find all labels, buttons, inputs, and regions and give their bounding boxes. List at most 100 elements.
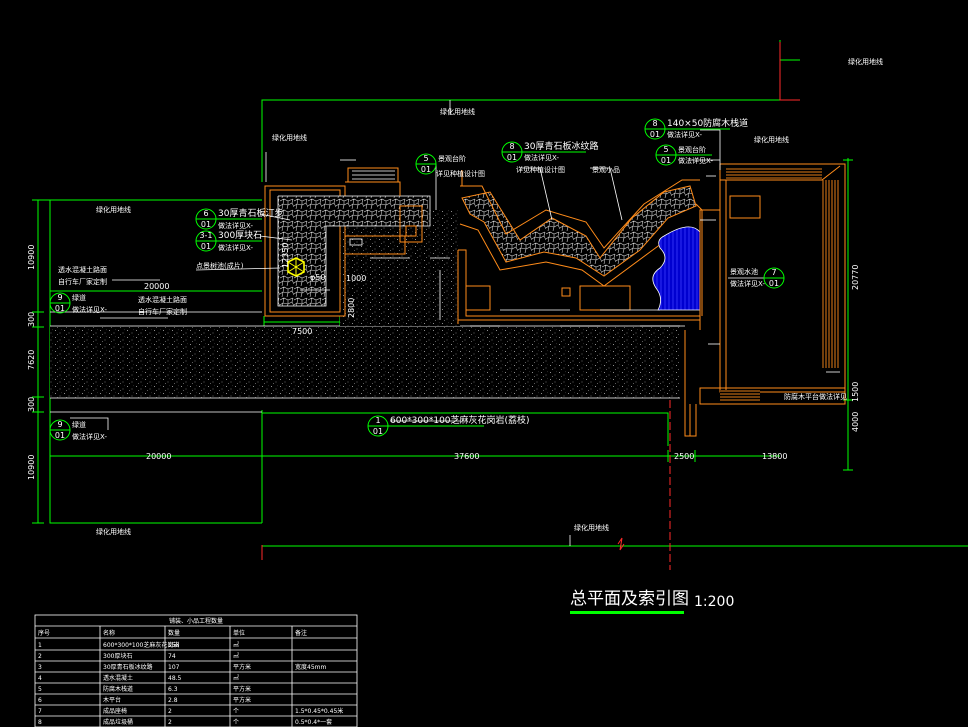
svg-text:景观水池: 景观水池: [730, 267, 758, 276]
svg-text:总平面及索引图: 总平面及索引图: [570, 589, 689, 609]
svg-text:绿化用地线: 绿化用地线: [848, 57, 883, 66]
svg-text:绿化用地线: 绿化用地线: [96, 527, 131, 536]
svg-text:5: 5: [423, 154, 428, 163]
svg-text:5: 5: [38, 686, 42, 693]
svg-text:2500: 2500: [674, 452, 694, 461]
svg-text:木平台: 木平台: [103, 696, 121, 704]
index-markers: 6 01 3-1 01 5 01 8 01 8 01: [49, 118, 785, 441]
text-labels: 绿化用地线 绿化用地线 绿化用地线 绿化用地线 绿化用地线 绿化用地线 绿化用地…: [58, 57, 883, 536]
dimension-labels: 10900 300 7620 300 10900 20000 20000 376…: [27, 243, 860, 480]
svg-text:74: 74: [168, 653, 176, 660]
svg-text:48.5: 48.5: [168, 675, 182, 682]
svg-text:1000: 1000: [346, 274, 366, 283]
svg-text:透水混凝土路面: 透水混凝土路面: [58, 265, 107, 274]
svg-text:绿道: 绿道: [72, 293, 86, 302]
site-boundary: [32, 40, 968, 547]
table-row: 6 木平台 2.8 平方米: [38, 696, 251, 704]
svg-text:防腐木栈道: 防腐木栈道: [103, 685, 133, 693]
svg-text:01: 01: [769, 279, 779, 288]
svg-text:详见种植设计图: 详见种植设计图: [516, 165, 565, 174]
red-lines: [261, 42, 800, 570]
svg-text:做法详见X-: 做法详见X-: [218, 221, 253, 230]
svg-text:600*300*100芝麻灰花岗岩(荔枝): 600*300*100芝麻灰花岗岩(荔枝): [390, 414, 530, 426]
svg-text:7: 7: [38, 708, 42, 715]
svg-text:详见种植设计图: 详见种植设计图: [436, 169, 485, 178]
index-marker-steps: 6 01: [195, 208, 262, 230]
svg-text:12350: 12350: [281, 243, 290, 268]
svg-text:绿化用地线: 绿化用地线: [272, 133, 307, 142]
svg-text:绿化用地线: 绿化用地线: [96, 205, 131, 214]
svg-text:30厚青石板冰纹路: 30厚青石板冰纹路: [103, 663, 153, 671]
svg-text:2: 2: [38, 653, 42, 660]
svg-text:防腐木平台做法详见: 防腐木平台做法详见: [784, 392, 847, 401]
svg-text:做法详见X-: 做法详见X-: [218, 243, 253, 252]
table-row: 2 300厚块石 74 ㎡: [38, 652, 239, 660]
index-marker-pavement: 1 01: [367, 415, 484, 437]
svg-text:13800: 13800: [762, 452, 787, 461]
leader-lines: [70, 100, 764, 546]
svg-text:景观台阶: 景观台阶: [438, 154, 466, 163]
svg-text:9: 9: [57, 420, 62, 429]
svg-text:01: 01: [201, 242, 211, 251]
table-row: 1 600*300*100芝麻灰花岗岩 158 ㎡: [38, 641, 239, 649]
svg-text:㎡: ㎡: [233, 674, 239, 682]
svg-text:01: 01: [55, 304, 65, 313]
svg-text:数量: 数量: [168, 629, 180, 637]
table-row: 3 30厚青石板冰纹路 107 平方米 宽度45mm: [38, 663, 326, 671]
svg-text:7: 7: [771, 268, 776, 277]
svg-text:做法详见X-: 做法详见X-: [72, 305, 107, 314]
svg-text:透水混凝土路面: 透水混凝土路面: [138, 295, 187, 304]
svg-text:37600: 37600: [454, 452, 479, 461]
index-marker-pond: 7 01: [763, 267, 785, 289]
svg-text:1: 1: [38, 642, 42, 649]
svg-text:备注: 备注: [295, 629, 307, 637]
index-marker-stone: 3-1 01: [195, 230, 262, 252]
svg-text:0.5*0.4*一套: 0.5*0.4*一套: [295, 718, 332, 726]
svg-text:点景树池(成片): 点景树池(成片): [196, 261, 244, 270]
svg-text:2.8: 2.8: [168, 697, 178, 704]
svg-text:平方米: 平方米: [233, 663, 251, 671]
svg-text:φ50: φ50: [310, 273, 325, 282]
svg-text:8: 8: [509, 142, 514, 151]
table-row: 4 透水混凝土 48.5 ㎡: [38, 674, 239, 682]
svg-text:8: 8: [38, 719, 42, 726]
svg-text:做法详见X-: 做法详见X-: [72, 432, 107, 441]
index-marker-path: 8 01: [501, 141, 586, 163]
svg-text:平方米: 平方米: [233, 685, 251, 693]
table-row: 7 成品座椅 2 个 1.5*0.45*0.45米: [38, 707, 343, 715]
svg-text:10900: 10900: [27, 245, 36, 270]
svg-text:8: 8: [652, 119, 657, 128]
svg-text:绿化用地线: 绿化用地线: [574, 523, 609, 532]
svg-text:10900: 10900: [27, 455, 36, 480]
svg-text:个: 个: [233, 708, 239, 715]
svg-text:01: 01: [661, 156, 671, 165]
svg-text:做法详见X-: 做法详见X-: [667, 130, 702, 139]
svg-text:01: 01: [201, 220, 211, 229]
svg-text:3-1: 3-1: [199, 231, 212, 240]
svg-text:绿道: 绿道: [72, 420, 86, 429]
svg-text:绿化用地线: 绿化用地线: [440, 107, 475, 116]
left-planter: [264, 167, 431, 317]
svg-text:300: 300: [27, 397, 36, 412]
svg-text:自行车厂家定制: 自行车厂家定制: [138, 307, 187, 316]
index-marker-platform: 5 01: [415, 153, 437, 175]
permeable-concrete-path: [50, 326, 680, 398]
index-marker-lower: 9 01: [49, 419, 71, 441]
svg-text:9: 9: [57, 293, 62, 302]
svg-text:名称: 名称: [103, 629, 115, 637]
svg-text:4: 4: [38, 675, 42, 682]
svg-text:01: 01: [373, 427, 383, 436]
svg-text:20000: 20000: [146, 452, 171, 461]
svg-text:1.5*0.45*0.45米: 1.5*0.45*0.45米: [295, 707, 343, 715]
svg-text:01: 01: [55, 431, 65, 440]
svg-text:20770: 20770: [851, 265, 860, 290]
svg-text:1500: 1500: [851, 382, 860, 402]
svg-text:7620: 7620: [27, 350, 36, 370]
svg-text:01: 01: [421, 165, 431, 174]
svg-text:绿化用地线: 绿化用地线: [754, 135, 789, 144]
svg-text:宽度45mm: 宽度45mm: [295, 663, 326, 671]
svg-text:300厚块石: 300厚块石: [103, 652, 132, 660]
svg-text:成品座椅: 成品座椅: [103, 707, 127, 715]
table-row: 8 成品垃圾桶 2 个 0.5*0.4*一套: [38, 718, 332, 726]
svg-text:做法详见X-: 做法详见X-: [524, 153, 559, 162]
